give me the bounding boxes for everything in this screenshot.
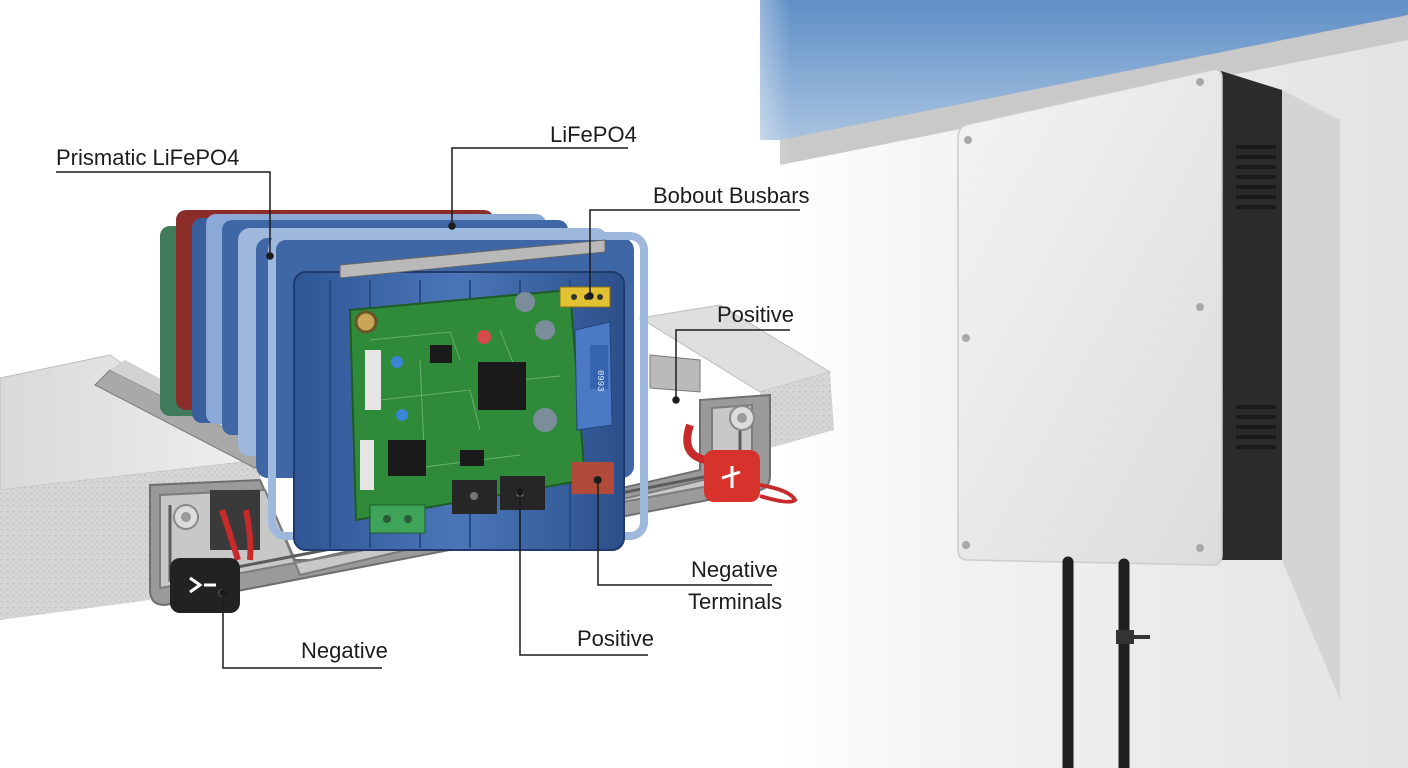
leader-negative-left-dot: [219, 589, 227, 597]
leader-negative-terminals-dot: [594, 476, 602, 484]
negative-terminal: [170, 490, 260, 613]
label-lifepo4: LiFePO4: [550, 122, 637, 147]
label-positive-top: Positive: [717, 302, 795, 327]
leader-negative-left: [222, 593, 382, 669]
leader-busbars-dot: [586, 292, 594, 300]
positive-terminal: [683, 405, 798, 504]
leader-negative-terminals: [597, 480, 772, 586]
label-busbars: Bobout Busbars: [653, 183, 810, 208]
wall-scene: [700, 0, 1408, 768]
leader-positive-bottom: [519, 492, 648, 656]
pcb-display-text: 0993: [595, 370, 605, 392]
leader-lines: [56, 147, 800, 669]
leader-positive-bottom-dot: [516, 488, 524, 496]
label-negative-terminals: Negative Terminals: [688, 554, 782, 618]
label-negative-terminals-line2: Terminals: [688, 589, 783, 614]
leader-positive-top: [675, 329, 790, 400]
bms-circuit-board: [348, 286, 614, 534]
leader-prismatic-dot: [266, 252, 274, 260]
leader-lifepo4: [451, 147, 628, 226]
battery-cutaway: [0, 210, 834, 620]
leader-prismatic: [56, 171, 271, 256]
label-prismatic-lifepo4: Prismatic LiFePO4: [56, 145, 240, 170]
leader-lifepo4-dot: [448, 222, 456, 230]
label-negative-terminals-line1: Negative: [691, 557, 778, 582]
leader-busbars: [589, 209, 800, 296]
label-negative-left: Negative: [301, 638, 388, 663]
leader-positive-top-dot: [672, 396, 680, 404]
label-positive-bottom: Positive: [577, 626, 655, 651]
